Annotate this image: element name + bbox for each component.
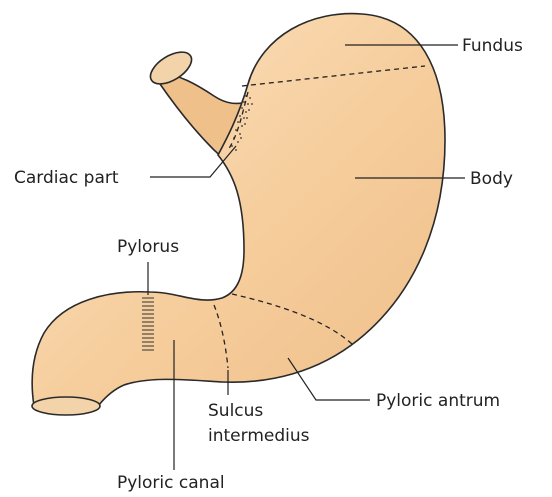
label-fundus: Fundus bbox=[462, 36, 523, 56]
stipple-dot bbox=[251, 103, 253, 105]
label-pylorus: Pylorus bbox=[117, 237, 179, 257]
duodenum-opening bbox=[32, 397, 100, 415]
stipple-dot bbox=[246, 117, 248, 119]
stipple-dot bbox=[247, 103, 249, 105]
label-body: Body bbox=[470, 169, 513, 189]
label-intermedius: intermedius bbox=[208, 426, 310, 446]
stipple-dot bbox=[237, 141, 239, 143]
stomach bbox=[32, 14, 445, 406]
stipple-dot bbox=[241, 107, 243, 109]
label-sulcus: Sulcus bbox=[208, 401, 263, 421]
stipple-dot bbox=[245, 111, 247, 113]
stipple-dot bbox=[249, 97, 251, 99]
label-pyloric-canal: Pyloric canal bbox=[117, 473, 225, 493]
stipple-dot bbox=[244, 123, 246, 125]
label-pyloric-antrum: Pyloric antrum bbox=[376, 391, 500, 411]
stipple-dot bbox=[239, 115, 241, 117]
stipple-dot bbox=[235, 149, 237, 151]
stipple-dot bbox=[248, 109, 250, 111]
stipple-dot bbox=[243, 117, 245, 119]
stipple-dot bbox=[240, 137, 242, 139]
stipple-dot bbox=[237, 121, 239, 123]
stipple-dot bbox=[239, 133, 241, 135]
stipple-dot bbox=[241, 125, 243, 127]
label-cardiac-part: Cardiac part bbox=[14, 168, 119, 188]
